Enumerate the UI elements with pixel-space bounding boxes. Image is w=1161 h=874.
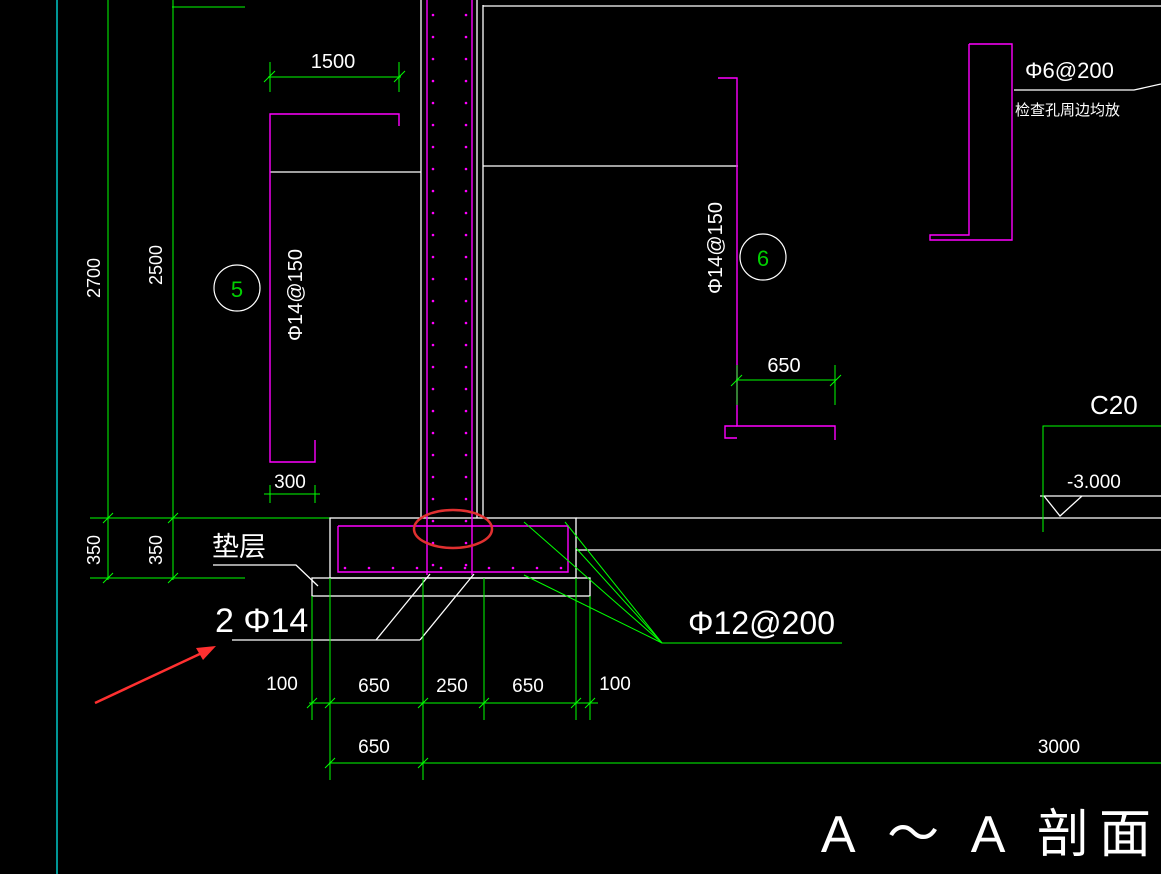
vertical-dimensions bbox=[90, 0, 330, 584]
dim-250: 250 bbox=[436, 676, 468, 697]
rebar-section-dot bbox=[431, 35, 435, 39]
dim-300: 300 bbox=[274, 472, 306, 493]
dim-100-right: 100 bbox=[599, 674, 631, 695]
rebar-section-dot bbox=[431, 233, 435, 237]
section-title: A ～ A 剖面 bbox=[821, 806, 1161, 864]
slab-bars-label: Φ12@200 bbox=[688, 605, 835, 641]
rebar-section-dot bbox=[464, 343, 468, 347]
rebar-section-dot bbox=[464, 145, 468, 149]
rebar-section-dot bbox=[464, 189, 468, 193]
annotation-arrow bbox=[94, 646, 216, 705]
dim-350-outer: 350 bbox=[84, 535, 104, 565]
rebar-dots bbox=[343, 13, 563, 570]
rebar-section-dot bbox=[464, 365, 468, 369]
rebar-5-spec: Φ14@150 bbox=[285, 249, 307, 341]
rebar-section-dot bbox=[431, 79, 435, 83]
rebar-section-dot bbox=[464, 299, 468, 303]
rebar-section-dot bbox=[464, 497, 468, 501]
rebar-section-dot bbox=[463, 566, 467, 570]
rebar-section-dot bbox=[464, 123, 468, 127]
rebar-section-dot bbox=[439, 566, 443, 570]
rebar-section-dot bbox=[431, 123, 435, 127]
rebar-section-dot bbox=[431, 299, 435, 303]
rebar-section-dot bbox=[415, 566, 419, 570]
rebar-section-dot bbox=[431, 343, 435, 347]
rebar-section-dot bbox=[431, 563, 435, 567]
rebar-note: 检查孔周边均放 bbox=[1015, 102, 1120, 119]
rebar-section-dot bbox=[464, 409, 468, 413]
rebar-section-dot bbox=[431, 13, 435, 17]
rebar-section-dot bbox=[431, 255, 435, 259]
rebar-section-dot bbox=[464, 167, 468, 171]
rebar-section-dot bbox=[464, 35, 468, 39]
rebar-section-dot bbox=[511, 566, 515, 570]
rebar-section-dot bbox=[464, 321, 468, 325]
mark-5-circle bbox=[213, 264, 261, 312]
rebar-section-dot bbox=[464, 387, 468, 391]
rebar-section-dot bbox=[464, 475, 468, 479]
rebar-lines bbox=[269, 0, 1013, 575]
rebar-section-dot bbox=[535, 566, 539, 570]
rebar-section-dot bbox=[464, 57, 468, 61]
dim-3000: 3000 bbox=[1038, 737, 1080, 758]
rebar-dimensions bbox=[263, 62, 1161, 780]
rebar-section-dot bbox=[431, 145, 435, 149]
rebar-section-dot bbox=[464, 255, 468, 259]
rebar-top-right-spec: Φ6@200 bbox=[1025, 58, 1114, 83]
rebar-section-dot bbox=[431, 475, 435, 479]
mark-6-circle bbox=[739, 233, 787, 281]
dim-650-left: 650 bbox=[358, 676, 390, 697]
rebar-section-dot bbox=[343, 566, 347, 570]
dim-100-left: 100 bbox=[266, 674, 298, 695]
dim-1500: 1500 bbox=[311, 51, 356, 73]
dim-2700: 2700 bbox=[84, 258, 104, 298]
rebar-section-dot bbox=[431, 387, 435, 391]
dim-2500: 2500 bbox=[146, 245, 166, 285]
rebar-section-dot bbox=[431, 453, 435, 457]
rebar-section-dot bbox=[431, 497, 435, 501]
rebar-section-dot bbox=[431, 409, 435, 413]
rebar-6-spec: Φ14@150 bbox=[705, 202, 727, 294]
rebar-section-dot bbox=[431, 541, 435, 545]
rebar-section-dot bbox=[464, 233, 468, 237]
rebar-section-dot bbox=[367, 566, 371, 570]
rebar-section-dot bbox=[464, 13, 468, 17]
rebar-section-dot bbox=[431, 189, 435, 193]
rebar-section-dot bbox=[464, 277, 468, 281]
rebar-section-dot bbox=[487, 566, 491, 570]
mark-5-label: 5 bbox=[231, 277, 243, 302]
rebar-section-dot bbox=[464, 211, 468, 215]
rebar-section-dot bbox=[431, 167, 435, 171]
dim-650-right: 650 bbox=[512, 676, 544, 697]
rebar-section-dot bbox=[391, 566, 395, 570]
cushion-label: 垫层 bbox=[212, 532, 266, 562]
rebar-section-dot bbox=[464, 79, 468, 83]
rebar-section-dot bbox=[464, 101, 468, 105]
elevation-label: -3.000 bbox=[1067, 472, 1121, 493]
dim-650-rebar6: 650 bbox=[767, 355, 800, 377]
rebar-section-dot bbox=[464, 519, 468, 523]
dim-650-lower: 650 bbox=[358, 737, 390, 758]
rebar-section-dot bbox=[431, 431, 435, 435]
rebar-section-dot bbox=[464, 453, 468, 457]
mark-6-label: 6 bbox=[757, 246, 769, 271]
highlight-circle bbox=[412, 508, 494, 550]
rebar-section-dot bbox=[464, 541, 468, 545]
rebar-section-dot bbox=[464, 431, 468, 435]
rebar-section-dot bbox=[431, 101, 435, 105]
bottom-bars-label: 2 Φ14 bbox=[215, 602, 308, 640]
rebar-section-dot bbox=[431, 277, 435, 281]
concrete-structure bbox=[213, 0, 1161, 641]
rebar-section-dot bbox=[431, 57, 435, 61]
rebar-section-dot bbox=[464, 563, 468, 567]
rebar-section-dot bbox=[431, 365, 435, 369]
rebar-section-dot bbox=[431, 321, 435, 325]
rebar-section-dot bbox=[431, 211, 435, 215]
dim-350-inner: 350 bbox=[146, 535, 166, 565]
concrete-grade: C20 bbox=[1090, 390, 1138, 420]
rebar-section-dot bbox=[431, 519, 435, 523]
rebar-section-dot bbox=[559, 566, 563, 570]
